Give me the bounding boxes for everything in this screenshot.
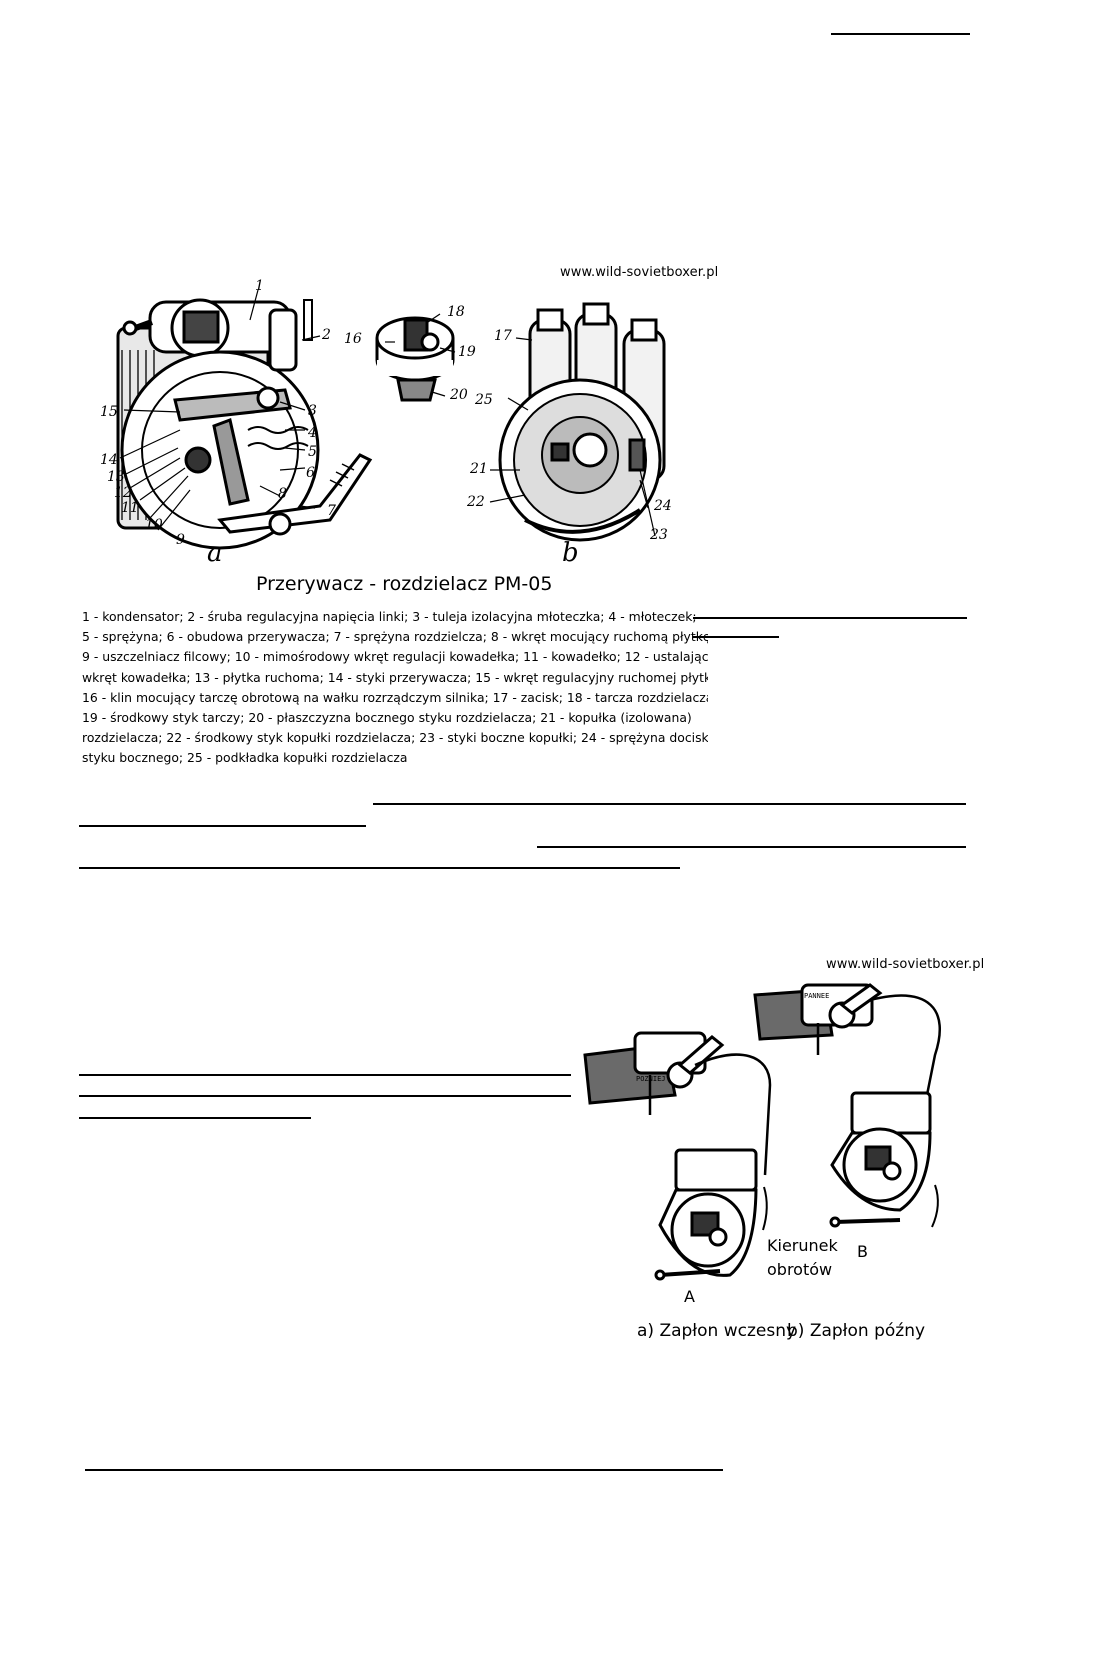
figure1-legend: 1 - kondensator; 2 - śruba regulacyjna n… bbox=[82, 607, 708, 769]
callout-6: 6 bbox=[306, 465, 315, 481]
callout-19: 19 bbox=[458, 344, 476, 360]
ignition-late-view-B bbox=[753, 983, 941, 1228]
figure2-watermark: www.wild-sovietboxer.pl bbox=[826, 957, 985, 972]
callout-5: 5 bbox=[308, 444, 317, 460]
distributor-disc bbox=[375, 316, 455, 402]
legend-line: 9 - uszczelniacz filcowy; 10 - mimośrodo… bbox=[82, 649, 708, 665]
callout-20: 20 bbox=[450, 387, 468, 403]
callout-22: 22 bbox=[467, 494, 485, 510]
legend-line: 19 - środkowy styk tarczy; 20 - płaszczy… bbox=[82, 710, 692, 726]
legend-line: 5 - sprężyna; 6 - obudowa przerywacza; 7… bbox=[82, 629, 708, 645]
callout-16: 16 bbox=[344, 331, 362, 347]
callout-11: 11 bbox=[121, 500, 139, 516]
rule-mid-2b bbox=[79, 867, 680, 869]
caption-early-ignition: a) Zapłon wczesny bbox=[637, 1321, 797, 1341]
lever-tag-b: PANNEE bbox=[804, 992, 830, 1000]
figure1-title: Przerywacz - rozdzielacz PM-05 bbox=[256, 573, 553, 595]
rule-top-right bbox=[831, 33, 970, 35]
figure2-label-A: A bbox=[684, 1287, 695, 1306]
callout-1: 1 bbox=[255, 278, 264, 294]
legend-line: 1 - kondensator; 2 - śruba regulacyjna n… bbox=[82, 609, 697, 624]
rule-left-3 bbox=[79, 1117, 311, 1119]
callout-14: 14 bbox=[100, 452, 118, 468]
rotation-label-line2: obrotów bbox=[767, 1260, 833, 1279]
rule-mid-1b bbox=[79, 825, 366, 827]
figure1-label-b: b bbox=[562, 538, 579, 568]
legend-line: styku bocznego; 25 - podkładka kopułki r… bbox=[82, 750, 408, 766]
callout-12: 12 bbox=[114, 485, 132, 501]
callout-17: 17 bbox=[494, 328, 512, 344]
breaker-housing-view-a bbox=[116, 298, 373, 550]
ignition-timing-drawing bbox=[583, 983, 941, 1281]
ignition-early-view-A bbox=[583, 1031, 772, 1281]
callout-10: 10 bbox=[145, 517, 163, 533]
callout-21: 21 bbox=[470, 461, 488, 477]
rotation-direction-label: Kierunek obrotów bbox=[767, 1234, 838, 1282]
rule-side-1 bbox=[693, 617, 967, 619]
callout-9: 9 bbox=[176, 532, 185, 548]
callout-2: 2 bbox=[322, 327, 331, 343]
rule-bottom bbox=[85, 1469, 723, 1471]
rotation-arrow bbox=[762, 1186, 768, 1231]
callout-7: 7 bbox=[327, 503, 336, 519]
callout-24: 24 bbox=[654, 498, 672, 514]
callout-leaders-disc bbox=[385, 313, 456, 397]
breaker-distributor-drawing bbox=[116, 289, 666, 550]
figure1-label-a: a bbox=[207, 538, 223, 568]
rule-left-1 bbox=[79, 1074, 571, 1076]
lever-tag-a: POZNIEJ bbox=[636, 1075, 666, 1083]
legend-line: rozdzielacza; 22 - środkowy styk kopułki… bbox=[82, 730, 708, 746]
callout-18: 18 bbox=[447, 304, 465, 320]
figure2-label-B: B bbox=[857, 1242, 868, 1261]
rule-side-2 bbox=[693, 636, 779, 638]
callout-leaders-a bbox=[119, 289, 321, 531]
figure1-watermark: www.wild-sovietboxer.pl bbox=[560, 265, 719, 280]
rule-mid-1a bbox=[373, 803, 966, 805]
callout-3: 3 bbox=[308, 403, 317, 419]
callout-4: 4 bbox=[308, 425, 317, 441]
rule-mid-2a bbox=[537, 846, 966, 848]
caption-late-ignition: b) Zapłon późny bbox=[787, 1321, 926, 1341]
callout-leaders-b bbox=[489, 337, 656, 537]
rotation-label-line1: Kierunek bbox=[767, 1236, 838, 1255]
callout-25: 25 bbox=[475, 392, 493, 408]
legend-line: 16 - klin mocujący tarczę obrotową na wa… bbox=[82, 689, 708, 705]
callout-8: 8 bbox=[278, 486, 287, 502]
rule-left-2 bbox=[79, 1095, 571, 1097]
callout-23: 23 bbox=[650, 527, 668, 543]
legend-line: wkręt kowadełka; 13 - płytka ruchoma; 14… bbox=[82, 669, 708, 685]
callout-13: 13 bbox=[107, 469, 125, 485]
callout-15: 15 bbox=[100, 404, 118, 420]
distributor-cap bbox=[498, 302, 666, 542]
